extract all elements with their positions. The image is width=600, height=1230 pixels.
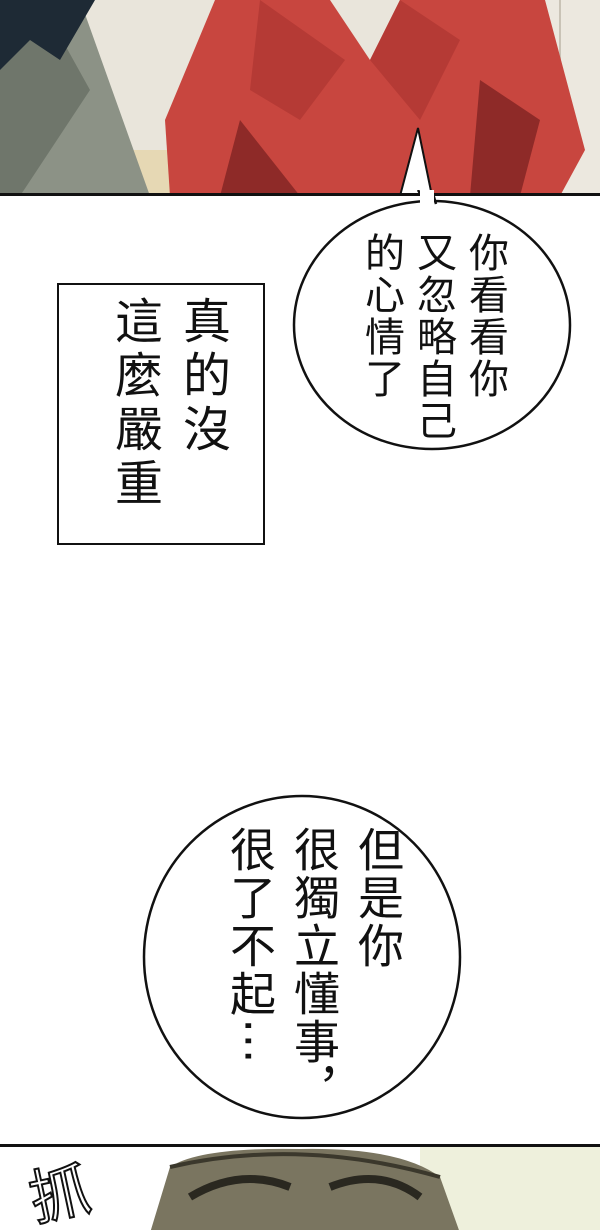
speech-bubble-1-text: 你看看你 又忽略自己 的心情了 xyxy=(358,232,508,442)
speech-bubble-2 xyxy=(142,794,462,1120)
sound-effect-text: 抓 xyxy=(22,1154,97,1230)
speech-bubble-2-text: 但是你 很獨立懂事， 很了不起⋯ xyxy=(223,826,405,1114)
speech-bubble-1 xyxy=(292,190,572,451)
caption-box-text: 真的沒 這麼嚴重 xyxy=(106,296,230,512)
bottom-panel: 抓 xyxy=(0,1144,600,1230)
caption-box xyxy=(57,283,265,545)
top-panel xyxy=(0,0,600,196)
person-red-shirt-illustration xyxy=(0,0,600,193)
person-face-illustration xyxy=(0,1147,600,1230)
